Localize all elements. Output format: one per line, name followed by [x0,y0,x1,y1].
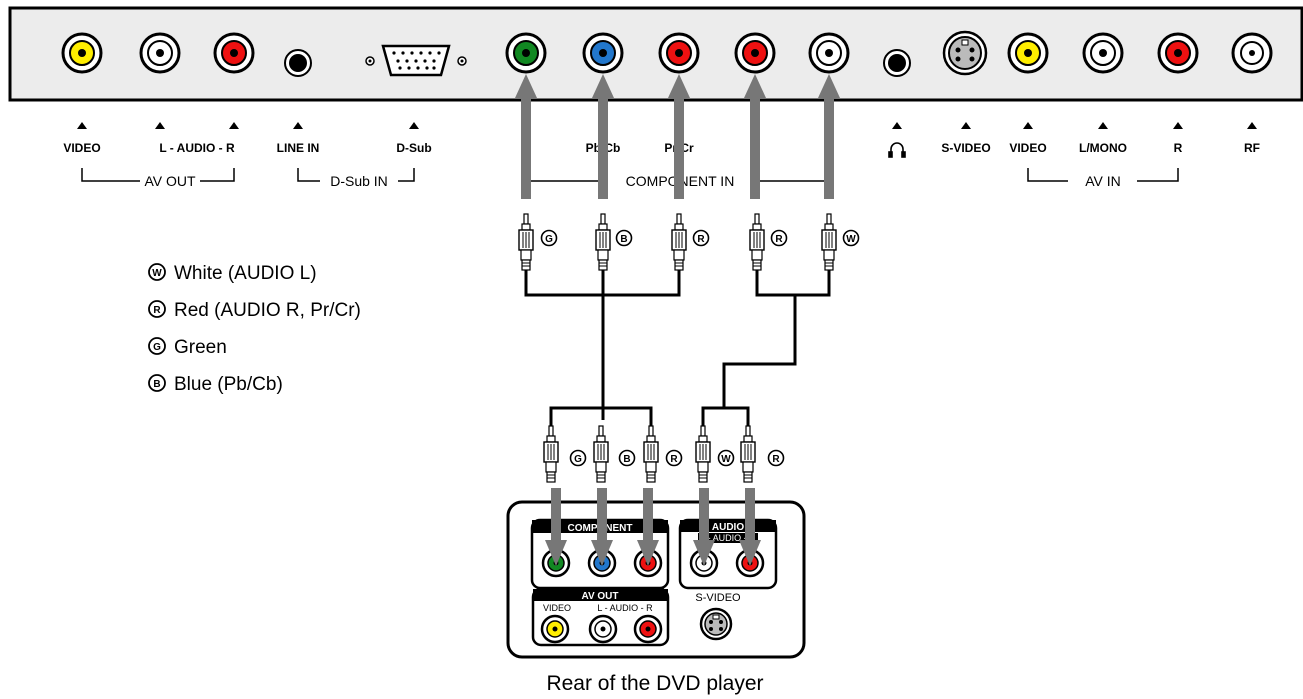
jack-component-pb [582,32,624,74]
caption: Rear of the DVD player [546,672,763,695]
jack-component-audio-l [808,32,850,74]
group-labels: AV OUT D-Sub IN COMPONENT IN AV IN [144,173,1120,189]
letter-green: G [545,234,553,245]
label-svideo: S-VIDEO [941,141,990,155]
legend-item-blue: B Blue (Pb/Cb) [148,374,283,395]
dvd-svideo-label: S-VIDEO [695,592,741,604]
jack-pointers [77,122,1257,129]
upper-plug-letters: G B R R W [540,229,860,247]
jack-component-y [505,32,547,74]
headphone-icon [888,142,906,158]
label-av-in-r: R [1174,141,1183,155]
dvd-jack-av-out-video [540,614,570,644]
label-av-in-video: VIDEO [1009,141,1046,155]
jack-headphone [883,49,911,77]
legend-item-green: G Green [148,337,227,358]
legend-letter: G [153,342,161,353]
jack-component-pr [658,32,700,74]
letter-green: G [574,454,582,465]
group-av-in: AV IN [1085,173,1121,189]
jack-av-out-audio-l [139,32,181,74]
letter-blue: B [623,454,630,465]
letter-red: R [670,454,678,465]
legend-letter: R [153,305,161,316]
legend-item-red: R Red (AUDIO R, Pr/Cr) [148,300,361,321]
legend-item-white: W White (AUDIO L) [148,263,317,284]
group-av-out: AV OUT [144,173,196,189]
legend-text: Blue (Pb/Cb) [174,374,283,395]
label-av-out-video: VIDEO [63,141,100,155]
dvd-audio-label: AUDIO [712,522,744,533]
letter-blue: B [620,234,627,245]
jack-av-in-r [1157,32,1199,74]
dvd-av-out-label: AV OUT [581,591,618,602]
label-rf: RF [1244,141,1260,155]
dvd-av-out-video-label: VIDEO [543,603,571,613]
jack-av-out-video [61,32,103,74]
dvd-av-out-audio-label: L - AUDIO - R [597,603,653,613]
dvd-jack-av-out-audio-l [588,614,618,644]
cables [524,270,831,428]
legend-text: White (AUDIO L) [174,263,317,284]
letter-white: W [721,454,731,465]
dvd-output-arrows [545,488,761,566]
tv-rear-panel [8,6,1303,102]
dvd-jack-svideo [699,607,733,641]
label-av-out-audio: L - AUDIO - R [159,141,235,155]
letter-red: R [772,454,780,465]
dvd-jack-av-out-audio-r [633,614,663,644]
tv-input-arrows [515,74,840,199]
dvd-audio-sub-label: L - AUDIO - R [700,533,756,543]
legend-letter: W [152,268,162,279]
jack-svideo [942,30,988,76]
group-dsub-in: D-Sub IN [330,173,388,189]
jack-line-in [284,49,312,77]
legend-letter: B [153,379,160,390]
letter-white: W [846,234,856,245]
legend-text: Green [174,337,227,358]
label-dsub: D-Sub [396,141,431,155]
jack-av-out-audio-r [213,32,255,74]
letter-red: R [775,234,783,245]
upper-plugs [518,213,837,271]
label-line-in: LINE IN [277,141,320,155]
legend: W White (AUDIO L) R Red (AUDIO R, Pr/Cr)… [148,263,361,395]
jack-av-in-lmono [1082,32,1124,74]
legend-text: Red (AUDIO R, Pr/Cr) [174,300,361,321]
jack-rf [1231,32,1273,74]
letter-red: R [697,234,705,245]
jack-component-audio-r [734,32,776,74]
jack-dsub [365,44,467,77]
lower-plug-letters: G B R W R [569,449,785,467]
jack-av-in-video [1007,32,1049,74]
jack-labels: VIDEO L - AUDIO - R LINE IN D-Sub Y Pb/C… [63,141,1260,158]
label-av-in-lmono: L/MONO [1079,141,1127,155]
